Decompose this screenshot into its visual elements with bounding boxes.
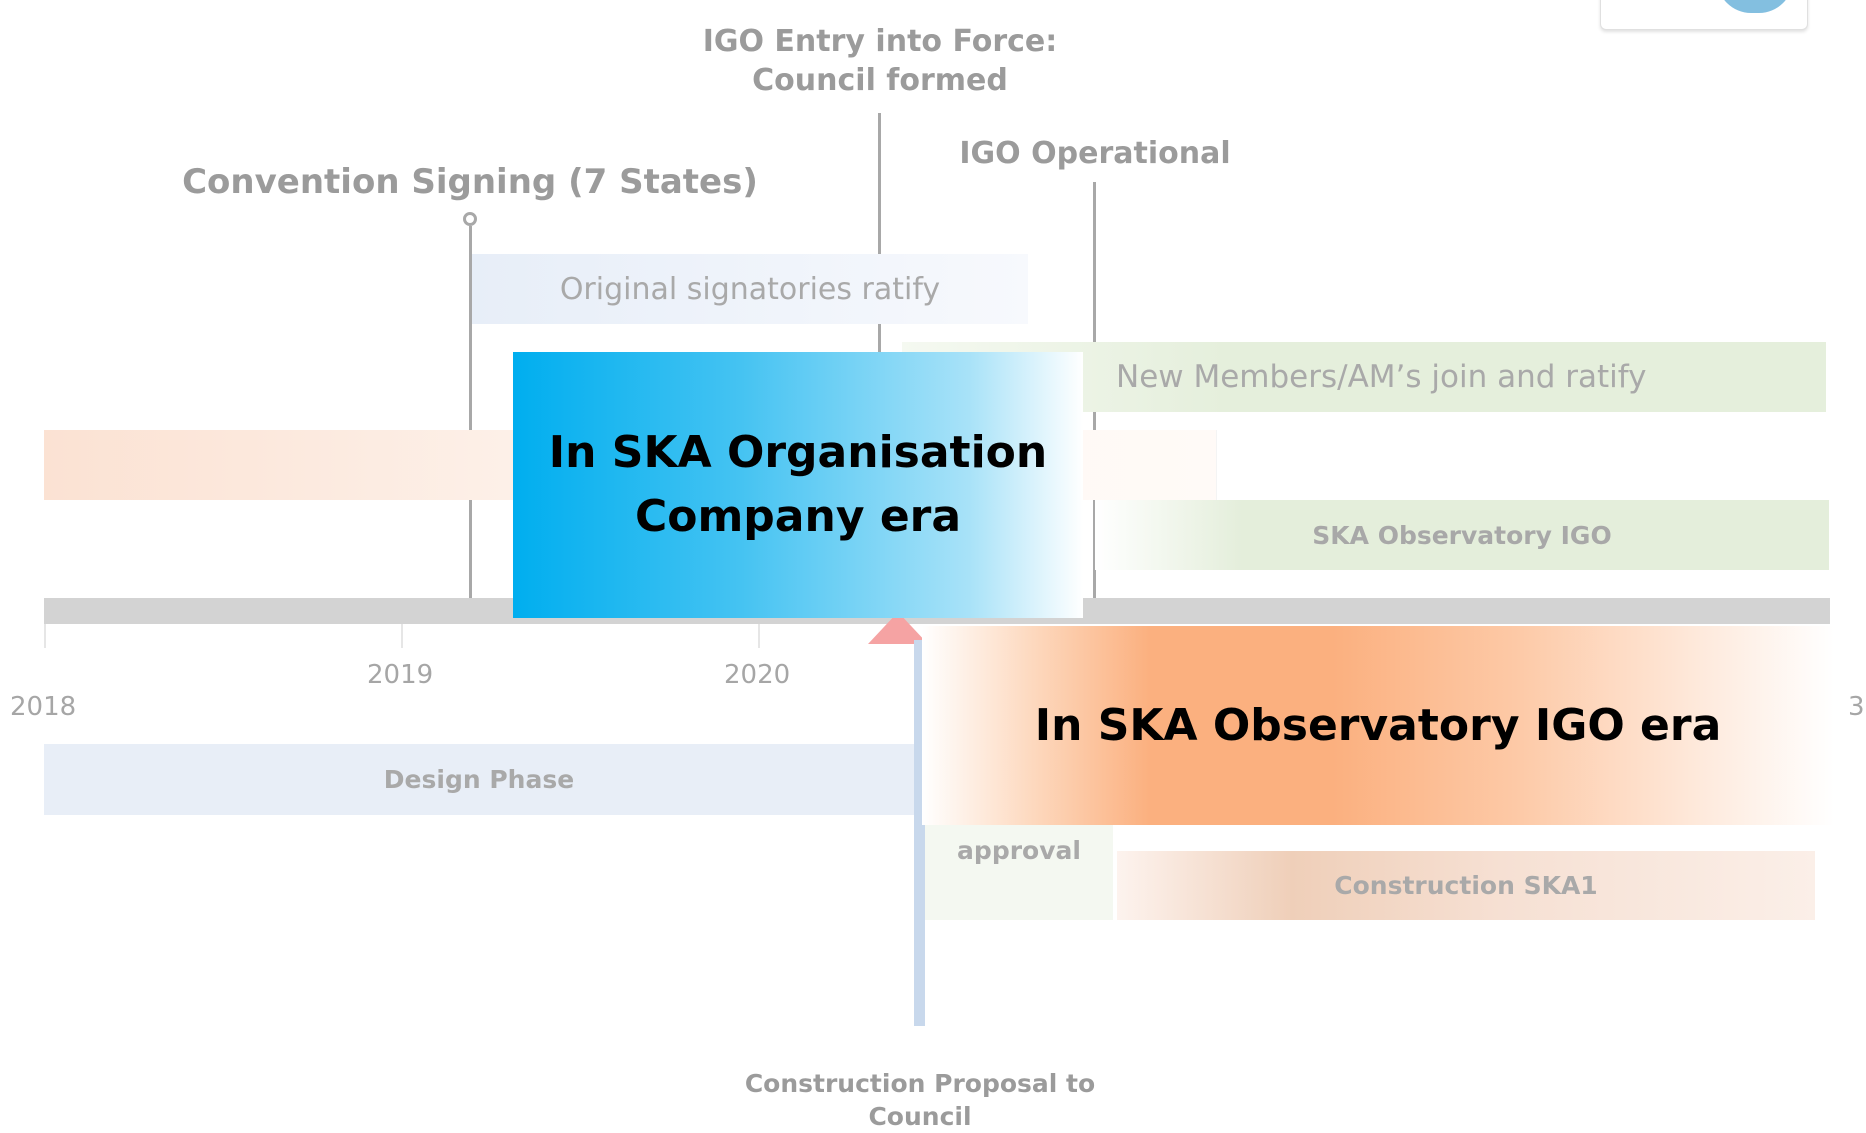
milestone-line-igo-entry: [878, 113, 881, 363]
axis-label-2018: 2018: [10, 692, 76, 722]
callout-organisation-line1: In SKA Organisation: [549, 421, 1047, 485]
logo-card: [1600, 0, 1808, 30]
bar-construction-ska1: Construction SKA1: [1117, 851, 1815, 920]
bar-design-phase: Design Phase: [44, 744, 914, 815]
axis-tick-2018: [44, 624, 46, 648]
bar-new-members-label: New Members/AM’s join and ratify: [1116, 359, 1646, 395]
milestone-construction-proposal-line2: Council: [720, 1101, 1120, 1133]
bar-original-signatories: Original signatories ratify: [472, 254, 1028, 324]
callout-observatory-era: In SKA Observatory IGO era: [922, 626, 1834, 825]
axis-label-2019: 2019: [367, 660, 433, 690]
milestone-igo-entry: IGO Entry into Force: Council formed: [680, 22, 1080, 100]
milestone-pin: [463, 212, 477, 226]
callout-organisation-line2: Company era: [635, 485, 961, 549]
milestone-igo-entry-line1: IGO Entry into Force:: [680, 22, 1080, 61]
milestone-construction-proposal-line1: Construction Proposal to: [720, 1068, 1120, 1101]
axis-tick-2020: [758, 624, 760, 648]
bar-approval: approval: [925, 816, 1113, 920]
axis-label-right-edge: 3: [1848, 692, 1865, 722]
axis-tick-2019: [401, 624, 403, 648]
milestone-construction-proposal: Construction Proposal to Council: [720, 1068, 1120, 1133]
axis-label-2020: 2020: [724, 660, 790, 690]
logo-icon: [1717, 0, 1793, 13]
milestone-igo-entry-line2: Council formed: [680, 61, 1080, 100]
milestone-convention-signing: Convention Signing (7 States): [170, 160, 770, 204]
milestone-igo-operational: IGO Operational: [950, 134, 1240, 173]
bar-ska-observatory-igo: SKA Observatory IGO: [1095, 500, 1829, 570]
callout-organisation-era: In SKA Organisation Company era: [513, 352, 1083, 618]
